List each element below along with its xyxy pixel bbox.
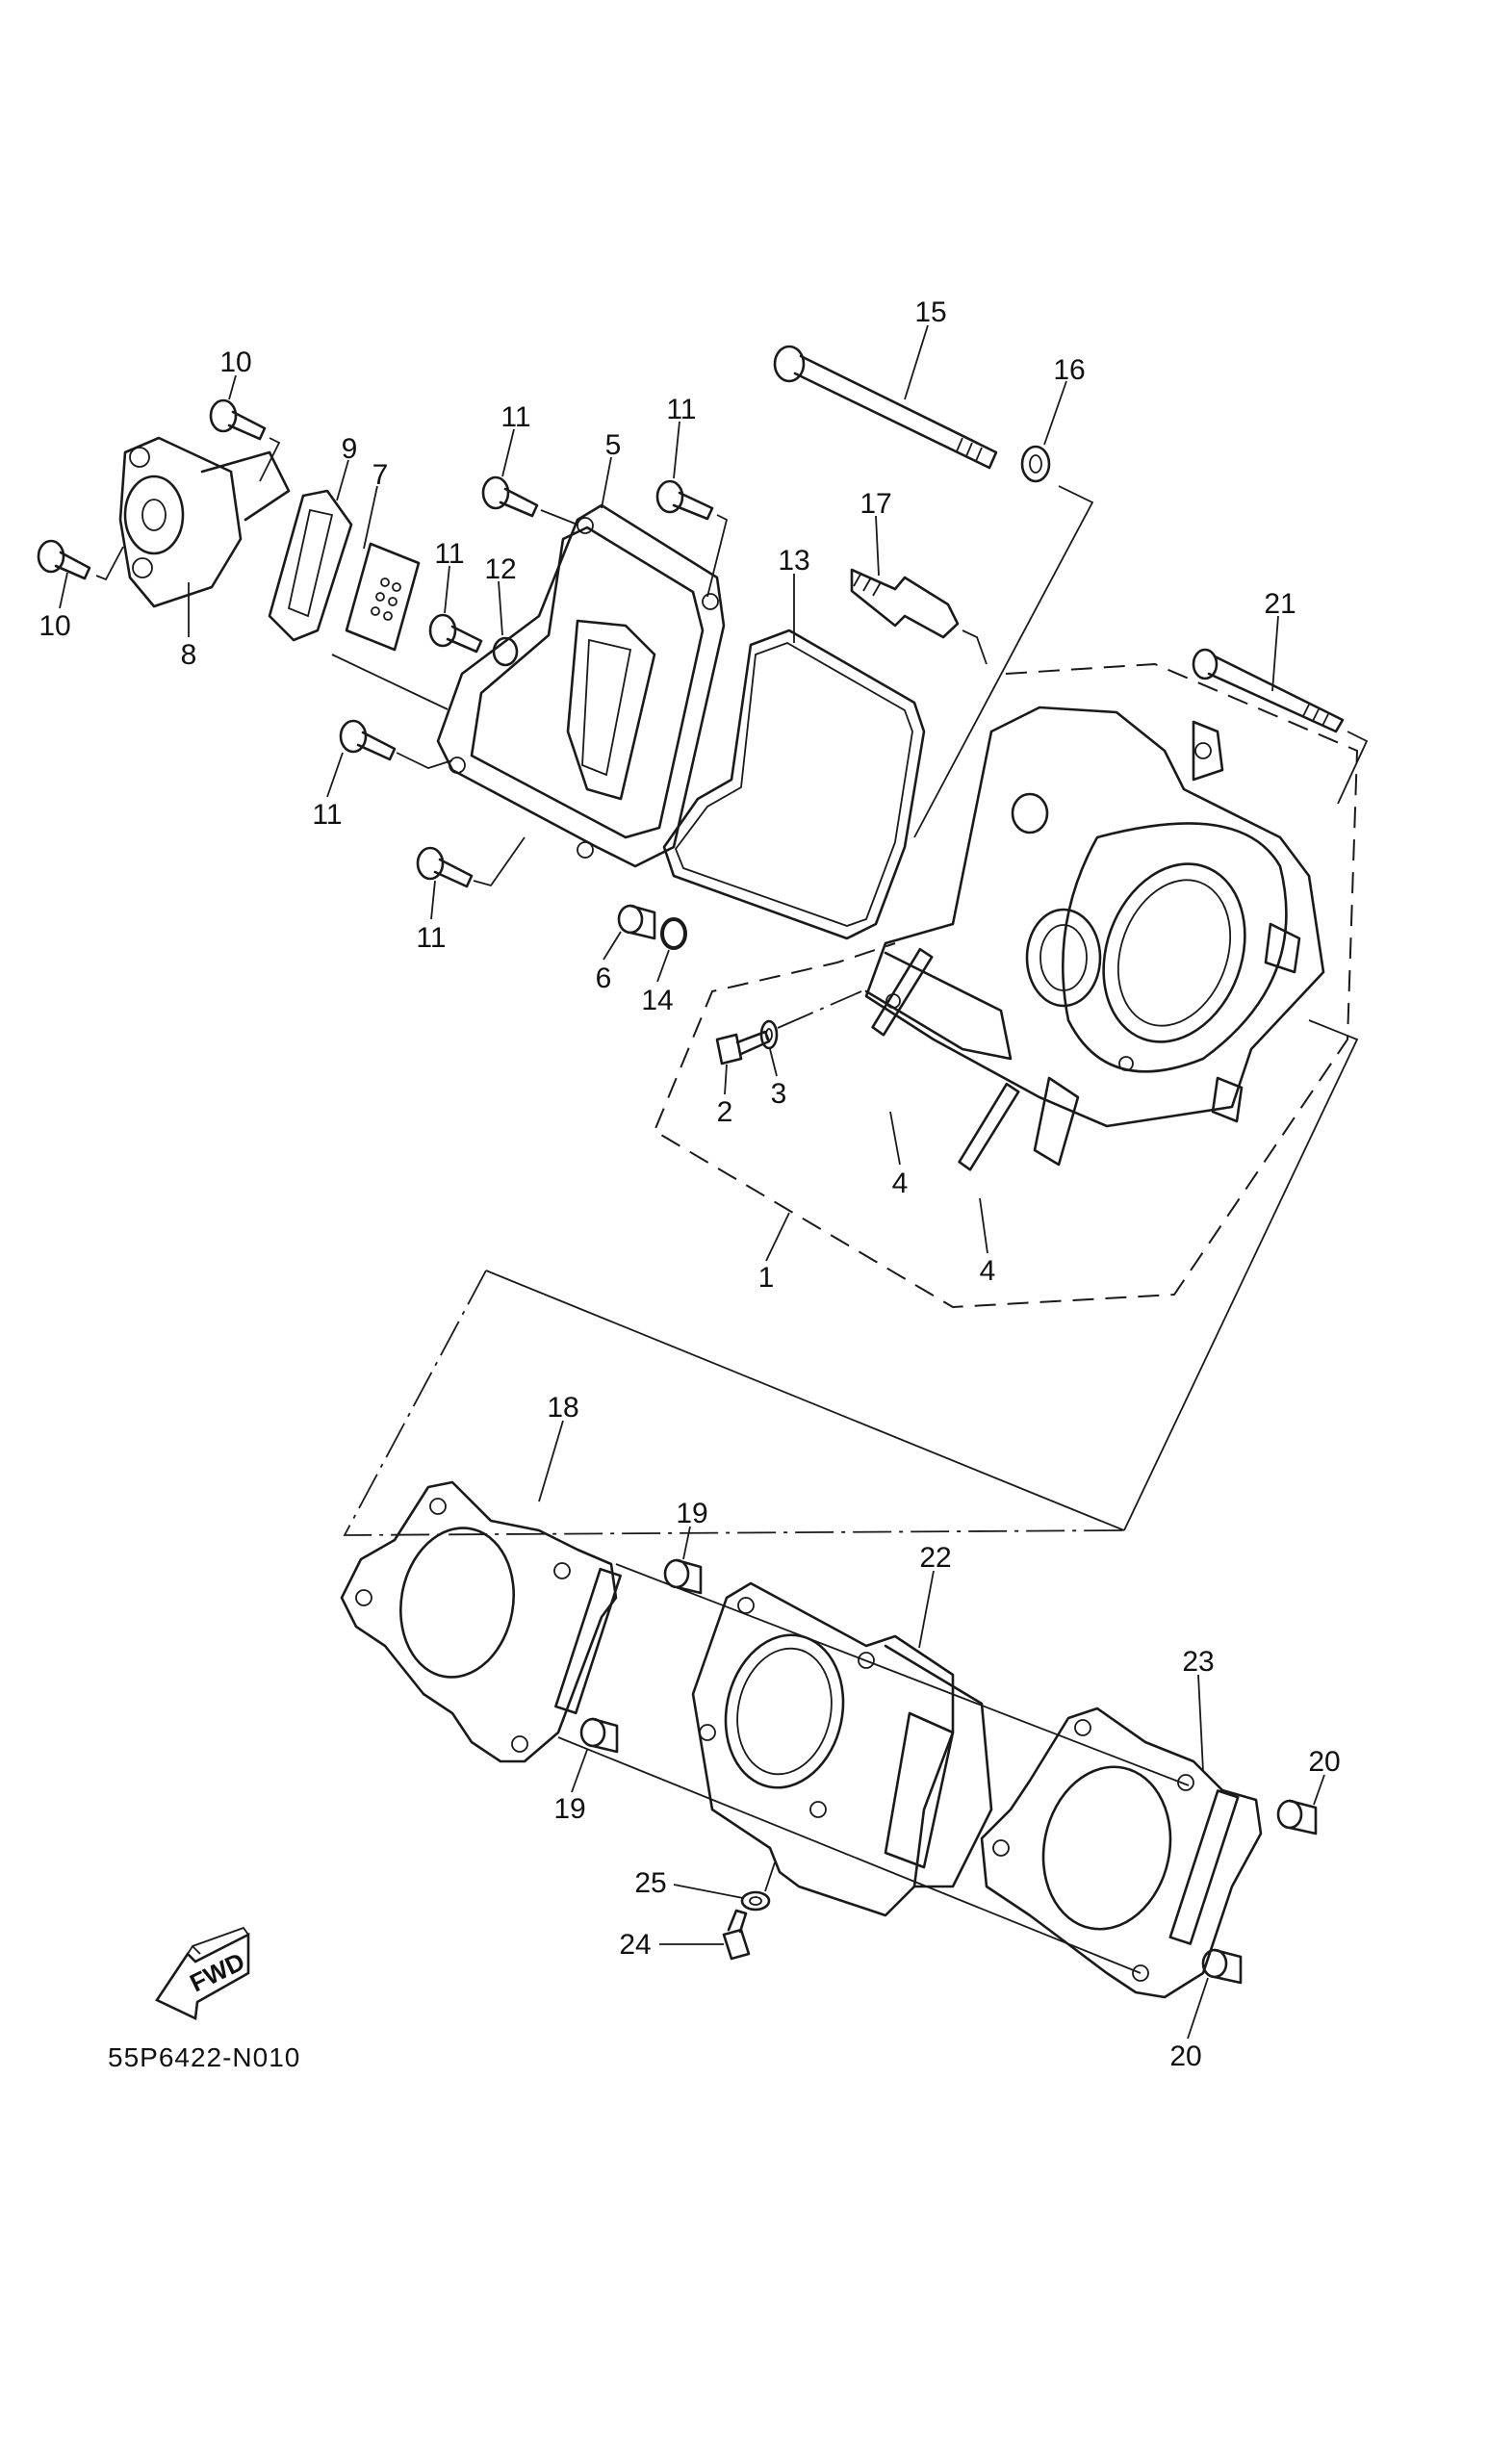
valve-assembly-part-8 xyxy=(118,436,291,608)
head-to-cylinder-line-right xyxy=(1123,1019,1359,1531)
cylinder-head-part-1 xyxy=(864,706,1325,1167)
callout-23: 23 xyxy=(1182,1646,1214,1678)
bolt-part-21 xyxy=(1192,648,1345,733)
callout-2: 2 xyxy=(717,1096,733,1128)
callout-12: 12 xyxy=(484,553,516,585)
head-gasket-part-18 xyxy=(340,1480,622,1763)
leader-17 xyxy=(962,629,988,665)
callout-19: 19 xyxy=(676,1498,707,1529)
callout-11: 11 xyxy=(666,394,696,425)
stud-part-4a xyxy=(871,947,934,1037)
callout-18: 18 xyxy=(547,1392,578,1424)
washer-part-16 xyxy=(1020,445,1051,483)
leader-10a xyxy=(259,437,281,482)
spark-plug-part-17 xyxy=(850,568,960,639)
callout-24: 24 xyxy=(619,1929,651,1961)
guide-line-valve xyxy=(331,654,449,710)
callout-21: 21 xyxy=(1264,588,1296,620)
cylinder-part-22 xyxy=(691,1581,993,1917)
leader-11e xyxy=(473,836,526,887)
bolt-part-24 xyxy=(722,1909,751,1961)
callout-16: 16 xyxy=(1053,354,1085,386)
callout-4: 4 xyxy=(980,1255,996,1287)
forward-arrow-icon: FWD xyxy=(155,1926,250,2020)
gasket-part-13 xyxy=(662,629,926,940)
dowel-part-20a xyxy=(1276,1799,1318,1835)
leader-11b xyxy=(706,514,729,598)
callout-17: 17 xyxy=(859,488,891,520)
callout-11: 11 xyxy=(500,401,530,433)
callout-7: 7 xyxy=(372,459,389,491)
head-assembly-boundary xyxy=(653,662,1359,1309)
callout-5: 5 xyxy=(605,429,622,461)
callout-11: 11 xyxy=(416,922,446,954)
bolt-part-11a xyxy=(481,475,539,518)
bolt-part-10a xyxy=(209,398,267,441)
callout-3: 3 xyxy=(771,1078,787,1110)
leader-21 xyxy=(1337,731,1369,805)
bolt-part-11d xyxy=(339,719,397,761)
dowel-part-19a xyxy=(663,1558,703,1595)
washer-part-25 xyxy=(740,1890,771,1912)
stud-part-4b xyxy=(958,1082,1020,1171)
callout-10: 10 xyxy=(38,610,70,642)
dowel-part-6 xyxy=(617,904,656,940)
head-to-cylinder-line xyxy=(343,1270,1125,1536)
head-cover-part-5 xyxy=(436,503,726,868)
bolt-part-11e xyxy=(416,846,474,888)
callout-11: 11 xyxy=(434,538,464,570)
guide-line xyxy=(485,1270,1125,1531)
callout-20: 20 xyxy=(1169,2040,1201,2072)
callout-11: 11 xyxy=(312,799,342,831)
washer-part-12 xyxy=(492,636,519,667)
callout-6: 6 xyxy=(596,962,612,994)
leader-11a xyxy=(540,509,578,526)
callout-20: 20 xyxy=(1308,1746,1340,1778)
base-gasket-part-23 xyxy=(980,1707,1263,1999)
callout-19: 19 xyxy=(553,1793,585,1825)
guide-line-lower xyxy=(557,1736,1142,1974)
callout-25: 25 xyxy=(634,1867,666,1899)
bolt-part-11c xyxy=(428,613,483,654)
reed-part-7 xyxy=(345,542,421,652)
leader-3-to-head xyxy=(777,990,862,1029)
callout-22: 22 xyxy=(919,1542,951,1574)
leader-25-to-cylinder xyxy=(764,1861,776,1892)
callout-13: 13 xyxy=(778,545,809,577)
figure-code: 55P6422-N010 xyxy=(108,2042,300,2072)
bolt-part-10b xyxy=(37,539,91,580)
leader-10b xyxy=(95,546,124,581)
leader-11d xyxy=(396,752,453,769)
guide-line-upper xyxy=(615,1563,1190,1786)
o-ring-part-14 xyxy=(660,917,687,950)
callout-1: 1 xyxy=(758,1262,775,1294)
callout-14: 14 xyxy=(641,985,673,1016)
gasket-part-9 xyxy=(268,489,353,642)
callout-9: 9 xyxy=(342,433,358,465)
callout-4: 4 xyxy=(892,1168,909,1199)
callout-15: 15 xyxy=(914,296,946,328)
bolt-part-11b xyxy=(655,479,714,521)
callout-leaders xyxy=(59,324,1325,2040)
washer-part-3 xyxy=(759,1019,779,1050)
callout-8: 8 xyxy=(181,639,197,671)
leader-15-16-to-head xyxy=(913,485,1094,838)
dowel-part-20b xyxy=(1201,1948,1243,1985)
callout-10: 10 xyxy=(219,346,251,378)
dowel-part-19b xyxy=(579,1717,619,1754)
long-bolt-part-15 xyxy=(773,345,998,470)
